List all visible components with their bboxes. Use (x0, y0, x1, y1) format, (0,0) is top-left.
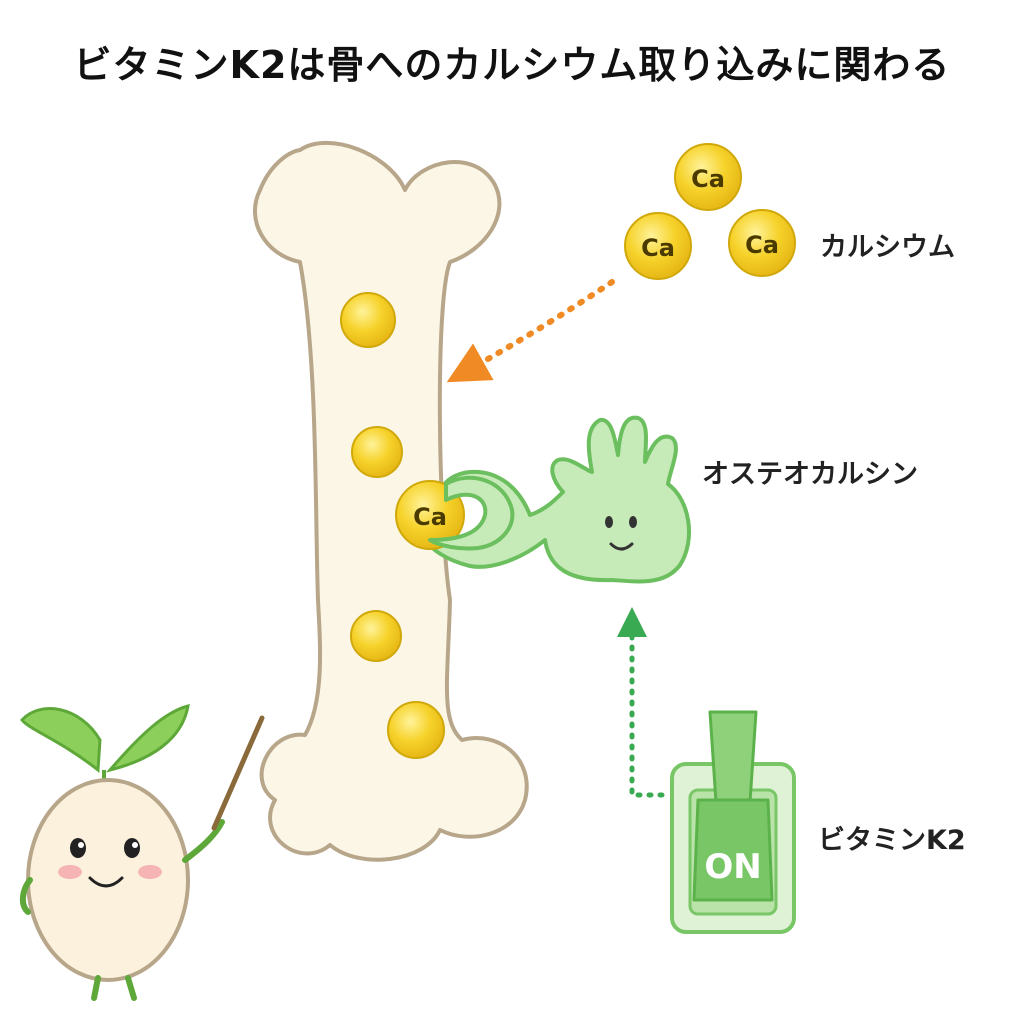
switch-on-text: ON (704, 847, 761, 887)
toggle-switch-icon: ON (670, 710, 796, 934)
pointer-stick-icon (211, 715, 265, 831)
calcium-symbol: Ca (691, 165, 725, 193)
label-calcium: カルシウム (820, 232, 955, 263)
osteocalcin-hand-icon (424, 415, 692, 584)
activation-arrow (617, 607, 665, 798)
osteocalcin-grip (428, 475, 515, 551)
calcium-symbol: Ca (745, 231, 779, 259)
calcium-deposit-3 (350, 610, 402, 662)
calcium-symbol: Ca (413, 503, 447, 531)
page-title: ビタミンK2は骨へのカルシウム取り込みに関わる (73, 43, 951, 87)
calcium-uptake-arrow (446, 279, 615, 383)
calcium-deposit-2 (351, 426, 403, 478)
calcium-ion-icon: Ca Ca Ca (624, 143, 796, 280)
sprout-mascot-icon (20, 703, 265, 1001)
label-vitamin-k2: ビタミンK2 (818, 825, 966, 856)
calcium-deposit-4 (387, 701, 445, 759)
label-osteocalcin: オステオカルシン (702, 459, 918, 490)
bone-icon (253, 140, 529, 862)
calcium-symbol: Ca (641, 234, 675, 262)
calcium-deposit-1 (340, 292, 396, 348)
